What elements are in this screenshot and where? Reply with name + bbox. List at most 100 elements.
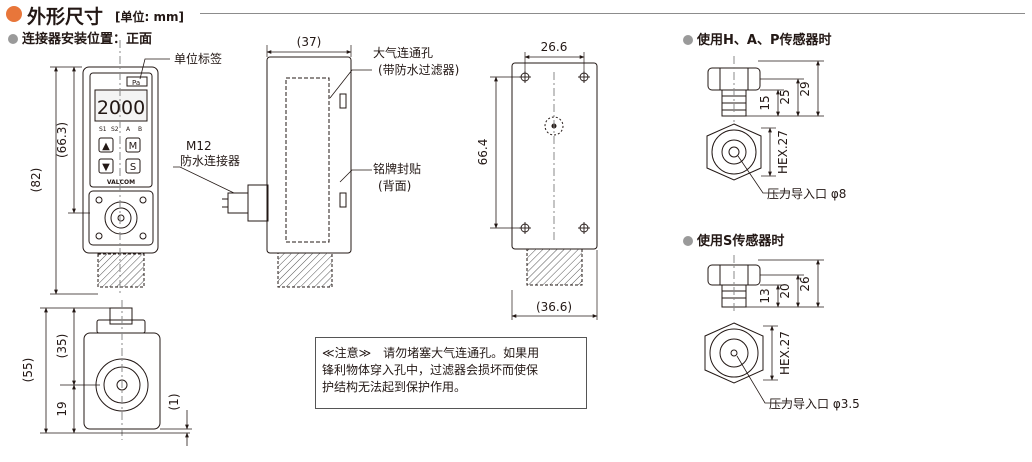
dim-66-3-text: (66.3) — [55, 122, 69, 158]
front-view — [50, 40, 170, 295]
connector-callout-2: 防水连接器 — [180, 153, 240, 168]
vent-callout-1: 大气连通孔 — [373, 45, 433, 60]
side-fitting-hatch — [277, 252, 333, 288]
up-button-icon: ▲ — [102, 141, 110, 152]
dim-26-6-text: 26.6 — [541, 40, 568, 54]
dim-19-text: 19 — [55, 401, 69, 416]
unit-label: [单位: mm] — [115, 10, 184, 24]
s-dim-20: 20 — [778, 283, 792, 298]
s-hex-outline — [704, 322, 764, 384]
section-s-text: 使用S传感器时 — [697, 234, 785, 249]
connector-plate — [88, 190, 154, 246]
vent-hole-outer — [544, 116, 564, 136]
notice-box: ≪注意≫ 请勿堵塞大气连通孔。如果用 锋利物体穿入孔中，过滤器会损坏而使保 护结… — [315, 337, 587, 409]
vent-callout-2: (带防水过滤器) — [378, 62, 459, 77]
side-tab-upper — [339, 93, 347, 109]
s-button-outline — [125, 158, 141, 174]
s-dim-26: 26 — [798, 276, 812, 291]
side-connector-body — [247, 184, 269, 222]
s-ring-inner — [730, 349, 738, 357]
hap-dim-15: 15 — [758, 95, 772, 110]
down-button-outline — [98, 158, 114, 174]
dim-66-4-text: 66.4 — [476, 139, 490, 166]
screw-icon — [95, 232, 103, 240]
pa-label-text: Pa — [132, 79, 140, 87]
pa-label-box — [126, 76, 148, 87]
title-dot-icon — [6, 6, 22, 22]
side-connector-plug — [227, 192, 249, 214]
section-s-heading: 使用S传感器时 — [683, 230, 784, 249]
dim-35-text: (35) — [55, 334, 69, 359]
dim-55-text: (55) — [21, 358, 35, 383]
up-button-outline — [98, 137, 114, 153]
bottom-fitting-hex — [96, 319, 146, 334]
front-panel — [89, 72, 153, 188]
side-nameplate-area — [285, 77, 330, 243]
screw-icon — [139, 196, 147, 204]
s-ring-mid — [719, 338, 749, 368]
vent-leader — [329, 69, 372, 99]
title-rule — [200, 13, 1025, 14]
front-fitting-hatch — [97, 253, 145, 288]
dim-1-text: (1) — [167, 394, 181, 411]
section-hap-text: 使用H、A、P传感器时 — [697, 33, 832, 48]
sensor-hap-drawing — [706, 56, 824, 194]
notice-line-1: ≪注意≫ 请勿堵塞大气连通孔。如果用 — [322, 346, 540, 360]
label-callout: 单位标签 — [174, 51, 222, 66]
connector-callout-1: M12 — [186, 139, 212, 153]
connector-leader — [173, 166, 235, 194]
sensor-s-drawing — [704, 255, 824, 404]
screw-icon — [95, 196, 103, 204]
bottom-fitting-top — [109, 307, 133, 325]
side-tab-lower — [339, 192, 347, 208]
connector-ring-outer — [104, 201, 138, 235]
hap-ring-inner — [728, 146, 740, 158]
s-port-text: 压力导入口 φ3.5 — [769, 397, 860, 411]
side-housing — [266, 56, 352, 254]
brand-logo: VALCOM — [107, 179, 135, 186]
hap-hex-outline — [706, 123, 762, 181]
back-fitting-hatch — [526, 248, 583, 286]
back-view — [490, 52, 598, 320]
hap-hex-text: HEX.27 — [776, 130, 790, 174]
s-dim-13: 13 — [758, 288, 772, 303]
notice-line-3: 护结构无法起到保护作用。 — [322, 380, 467, 394]
m-button-outline — [125, 137, 141, 153]
lcd-display — [94, 89, 148, 122]
lcd-value: 2000 — [97, 97, 145, 119]
dim-82-text: (82) — [29, 168, 43, 193]
hap-port-leader — [737, 155, 790, 194]
dim-37-text: (37) — [297, 35, 322, 49]
hap-ring-outer — [711, 129, 757, 175]
m-button-text: M — [129, 141, 138, 152]
s-hex-text: HEX.27 — [778, 331, 792, 375]
connector-center — [117, 214, 125, 222]
hap-port-text: 压力导入口 φ8 — [767, 187, 846, 201]
bullet-icon — [8, 34, 18, 44]
indicator-labels: S1 S2 A B — [99, 126, 142, 133]
s-ring-outer — [709, 328, 759, 378]
dim-36-6-text: (36.6) — [536, 300, 572, 314]
indicator-b: B — [138, 126, 142, 133]
indicator-a: A — [126, 126, 131, 133]
bullet-icon — [683, 35, 693, 45]
hap-dim-29: 29 — [798, 81, 812, 96]
hap-dim-25: 25 — [778, 89, 792, 104]
page-title: 外形尺寸 — [27, 6, 104, 28]
section-hap-heading: 使用H、A、P传感器时 — [683, 29, 831, 48]
notice-line-2: 锋利物体穿入孔中，过滤器会损坏而使保 — [322, 363, 539, 377]
bottom-view — [40, 300, 192, 446]
side-view — [173, 45, 372, 288]
bullet-icon — [683, 236, 693, 246]
screw-icon — [139, 232, 147, 240]
nameplate-callout-1: 铭牌封贴 — [373, 161, 421, 176]
down-button-icon: ▼ — [102, 162, 110, 173]
s-button-text: S — [130, 162, 136, 173]
connector-ring-inner — [110, 207, 132, 229]
nameplate-callout-2: (背面) — [378, 179, 411, 193]
indicator-s1: S1 — [99, 126, 107, 133]
s-port-leader — [736, 355, 790, 404]
indicator-s2: S2 — [111, 126, 119, 133]
nameplate-leader — [339, 169, 372, 183]
